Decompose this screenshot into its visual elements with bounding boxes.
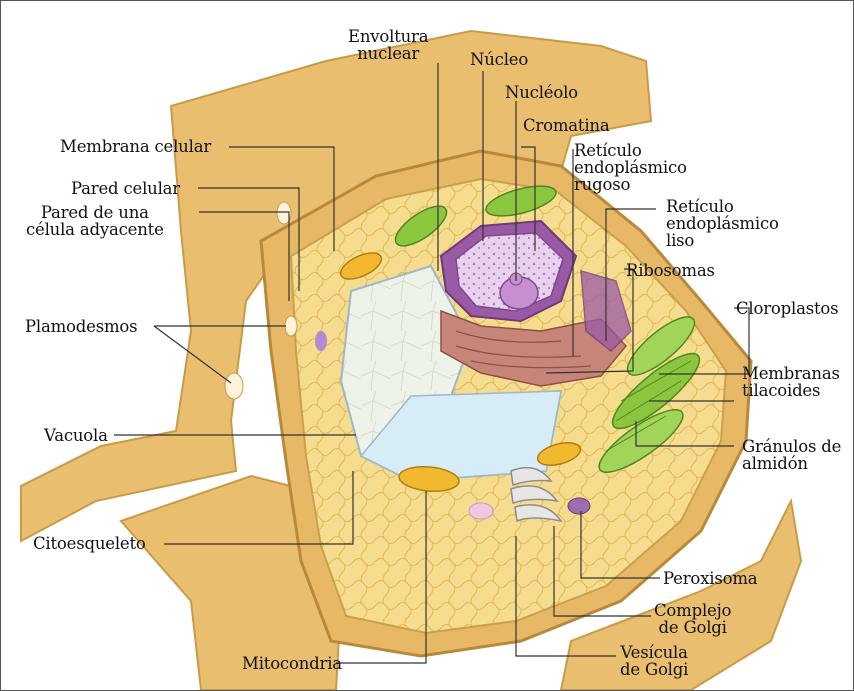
label-nucleolo: Nucléolo [505,84,578,101]
label-pared-celular: Pared celular [71,180,180,197]
label-ribosomas: Ribosomas [626,262,715,279]
label-mitocondria: Mitocondria [242,655,342,672]
label-reticulo-liso: Retículo endoplásmico liso [666,198,779,249]
label-pared-adyacente: Pared de una célula adyacente [26,204,164,238]
label-reticulo-rugoso: Retículo endoplásmico rugoso [574,142,687,193]
label-membranas-tilacoides: Membranas tilacoides [742,365,840,399]
label-vacuola: Vacuola [44,427,108,444]
label-plamodesmos: Plamodesmos [25,318,137,335]
label-membrana-celular: Membrana celular [60,138,211,155]
label-citoesqueleto: Citoesqueleto [33,535,146,552]
peroxisome [568,498,590,514]
label-peroxisoma: Peroxisoma [663,570,757,587]
label-vesicula-golgi: Vesícula de Golgi [620,644,688,678]
label-complejo-golgi: Complejo de Golgi [654,602,731,636]
label-nucleo: Núcleo [470,51,528,68]
label-cloroplastos: Cloroplastos [736,300,838,317]
label-envoltura-nuclear: Envoltura nuclear [348,28,428,62]
label-granulos-almidon: Gránulos de almidón [742,438,841,472]
label-cromatina: Cromatina [523,117,610,134]
